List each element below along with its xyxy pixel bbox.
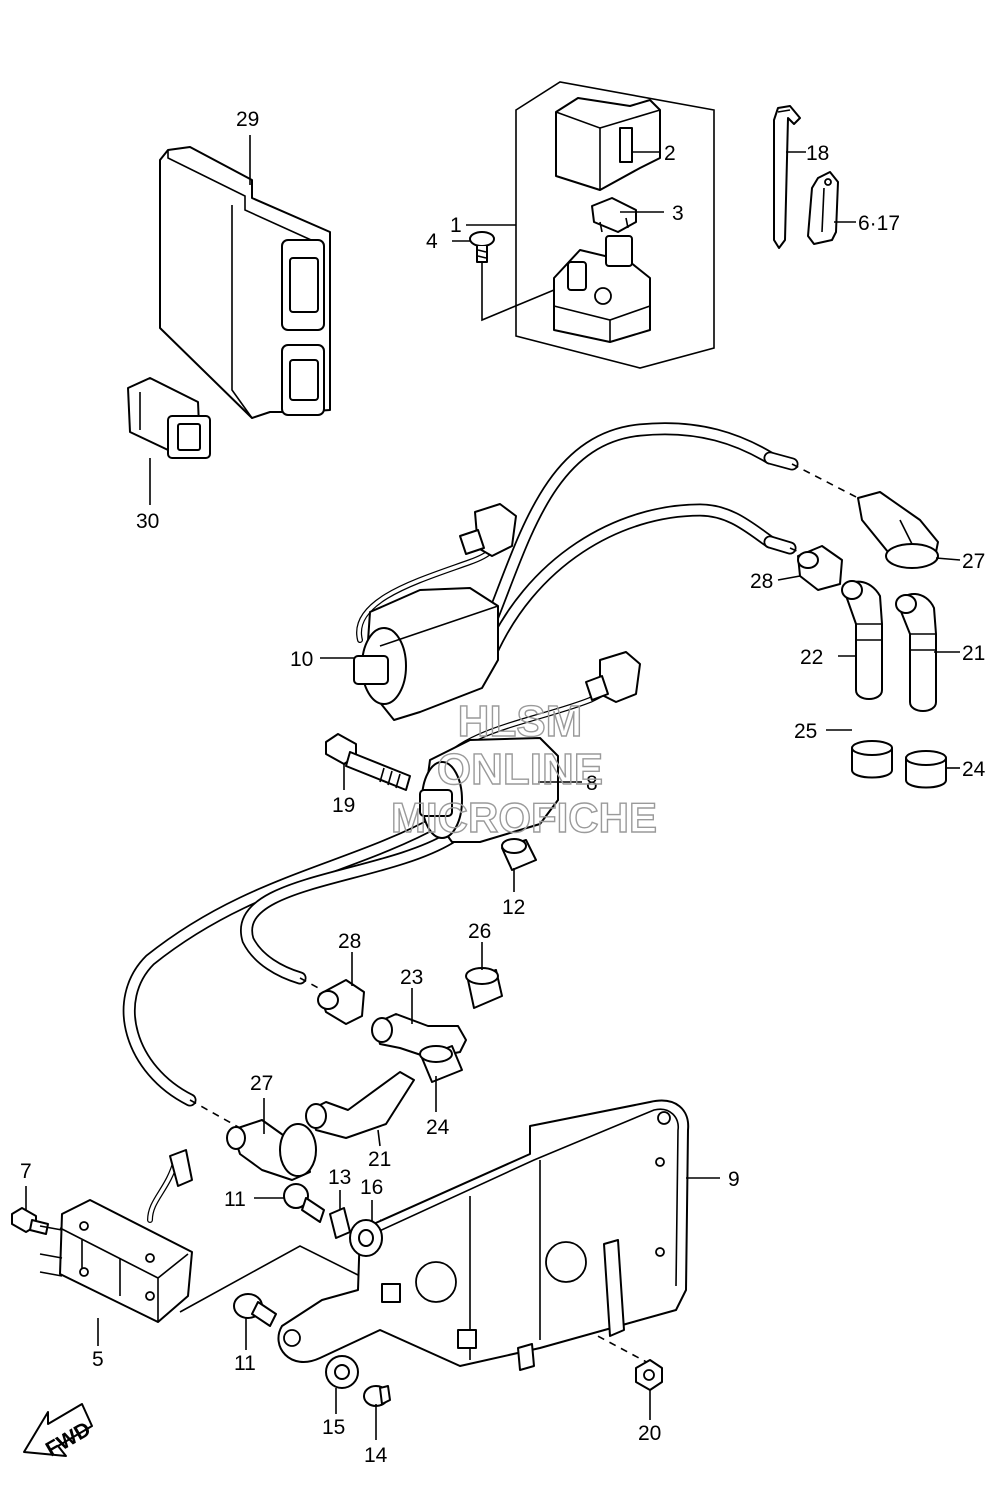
callout-28b: 28: [338, 930, 361, 953]
callout-14: 14: [364, 1444, 388, 1467]
sleeve-12[interactable]: [501, 838, 537, 871]
plug-cap-27-top[interactable]: [857, 491, 939, 569]
callout-29: 29: [236, 108, 259, 131]
bolt-11-lower[interactable]: [233, 1293, 277, 1327]
callout-25: 25: [794, 720, 817, 743]
cap-25[interactable]: [851, 740, 893, 779]
callout-27b: 27: [250, 1072, 273, 1095]
ht-cord-lower: [122, 813, 457, 1107]
bracket-9[interactable]: [277, 1099, 690, 1371]
plug-cap-21-mid[interactable]: [305, 1071, 415, 1139]
bolt-19[interactable]: [325, 733, 411, 791]
collar-14[interactable]: [363, 1385, 391, 1407]
leader-5-bracket: [179, 1245, 361, 1313]
ht-cord-long: [471, 422, 799, 667]
callout-9: 9: [728, 1168, 740, 1191]
callout-19: 19: [332, 794, 355, 817]
nut-20[interactable]: [635, 1359, 663, 1391]
callout-11b: 11: [234, 1352, 256, 1375]
callout-30: 30: [136, 510, 159, 533]
fwd-arrow-icon: FWD: [23, 1403, 95, 1461]
callout-3: 3: [672, 202, 684, 225]
callout-21a: 21: [962, 642, 985, 665]
screw[interactable]: [469, 231, 495, 263]
dash-line-27-top: [791, 463, 863, 501]
collar-13[interactable]: [329, 1207, 351, 1239]
plug-cap-21-top[interactable]: [895, 593, 937, 712]
plug-cap-27-mid[interactable]: [226, 1119, 317, 1181]
cdi-unit[interactable]: [159, 146, 331, 419]
callout-11a: 11: [224, 1188, 246, 1211]
callout-23: 23: [400, 966, 423, 989]
cable-tie-18[interactable]: [773, 105, 801, 249]
plug-cap-22[interactable]: [841, 580, 883, 700]
callout-labels: 1 2 3 4 5 6·17 7 8 9 10 11 11 12 13 14 1…: [20, 108, 986, 1467]
callout-18: 18: [806, 142, 829, 165]
callout-4: 4: [426, 230, 438, 253]
bolt-7[interactable]: [11, 1207, 49, 1235]
callout-2: 2: [664, 142, 676, 165]
cap-24-mid[interactable]: [419, 1045, 463, 1083]
callout-21b: 21: [368, 1148, 391, 1171]
starter-relay[interactable]: [553, 235, 651, 343]
grommet-16[interactable]: [349, 1219, 383, 1257]
callout-12: 12: [502, 896, 525, 919]
dash-line-27-bottom: [189, 1099, 241, 1129]
ignition-coil-10[interactable]: [353, 503, 517, 721]
bolt-11-upper[interactable]: [283, 1183, 325, 1223]
cap-26[interactable]: [465, 967, 503, 1009]
relay-assembly-box: [515, 81, 715, 369]
boot-28-top[interactable]: [797, 545, 843, 591]
callout-10: 10: [290, 648, 313, 671]
cable-clamp-617[interactable]: [807, 171, 839, 245]
callout-26: 26: [468, 920, 491, 943]
watermark-line-2: ONLINE: [437, 745, 603, 794]
fuse[interactable]: [591, 197, 637, 233]
ignition-coil-8[interactable]: [419, 651, 641, 843]
callout-24a: 24: [962, 758, 986, 781]
callout-5: 5: [92, 1348, 104, 1371]
relay-connector[interactable]: [127, 377, 211, 459]
watermark-line-3: MICROFICHE: [391, 794, 657, 841]
regulator-5[interactable]: [39, 1149, 193, 1323]
callout-6-17: 6·17: [858, 212, 900, 235]
callout-15: 15: [322, 1416, 345, 1439]
leader-lines: [25, 135, 961, 1440]
callout-22: 22: [800, 646, 823, 669]
callout-20: 20: [638, 1422, 661, 1445]
watermark-line-1: HLSM: [458, 697, 583, 746]
callout-7: 7: [20, 1160, 32, 1183]
callout-24b: 24: [426, 1116, 450, 1139]
callout-16: 16: [360, 1176, 383, 1199]
callout-8: 8: [586, 772, 598, 795]
relay-cover[interactable]: [555, 97, 661, 191]
callout-1: 1: [450, 214, 462, 237]
callout-13: 13: [328, 1166, 351, 1189]
dash-line-28-mid: [299, 977, 323, 991]
grommet-15[interactable]: [325, 1355, 359, 1389]
callout-27a: 27: [962, 550, 985, 573]
callout-28a: 28: [750, 570, 773, 593]
cap-24-top[interactable]: [905, 750, 947, 789]
watermark: HLSM ONLINE MICROFICHE: [390, 696, 657, 841]
boot-28-mid[interactable]: [317, 979, 365, 1025]
